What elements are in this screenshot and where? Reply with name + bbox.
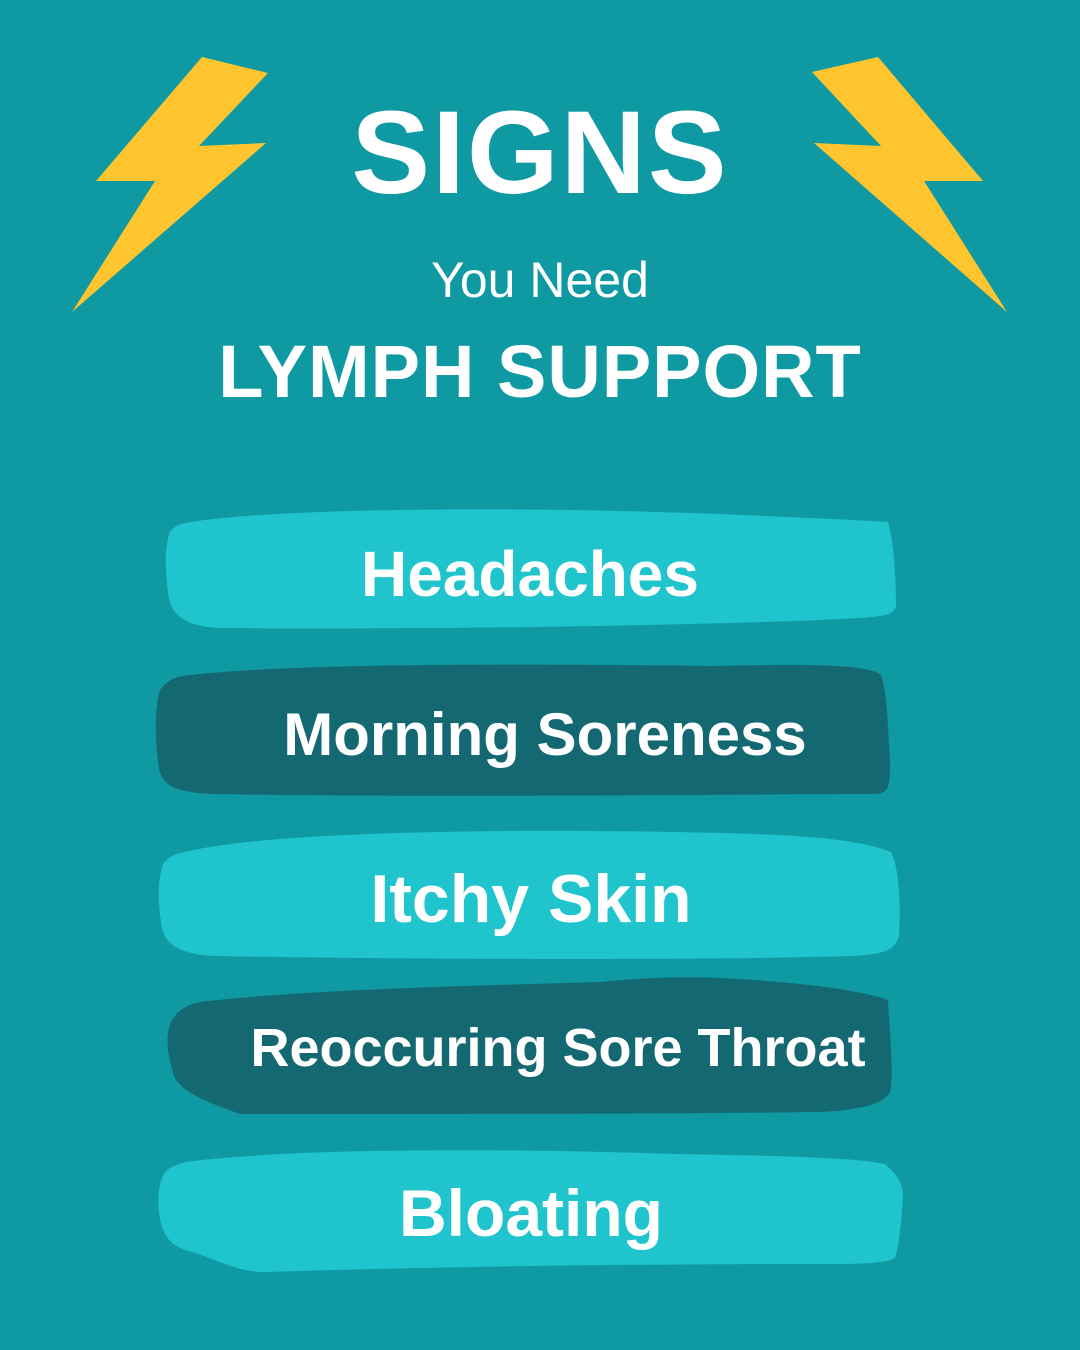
sign-label: Bloating: [399, 1176, 663, 1250]
sign-pill-itchy-skin: Itchy Skin: [155, 826, 907, 964]
headline: LYMPH SUPPORT: [218, 330, 862, 413]
brush-stroke-shape: [155, 664, 891, 796]
subtitle: You Need: [431, 252, 649, 308]
sign-pill-bloating: Bloating: [155, 1146, 907, 1280]
title: SIGNS: [351, 87, 729, 219]
sign-label: Morning Soreness: [283, 700, 807, 768]
sign-label: Itchy Skin: [370, 861, 692, 937]
sign-label: Headaches: [361, 538, 699, 610]
sign-pill-reoccuring-sore-throat: Reoccuring Sore Throat: [160, 976, 896, 1116]
brush-stroke-shape: [158, 830, 900, 959]
sign-label: Reoccuring Sore Throat: [250, 1018, 866, 1078]
brush-stroke-shape: [167, 977, 892, 1114]
brush-stroke-shape: [165, 509, 897, 629]
sign-pill-headaches: Headaches: [160, 502, 900, 638]
brush-stroke-shape: [158, 1150, 903, 1272]
sign-pill-morning-soreness: Morning Soreness: [152, 662, 898, 798]
